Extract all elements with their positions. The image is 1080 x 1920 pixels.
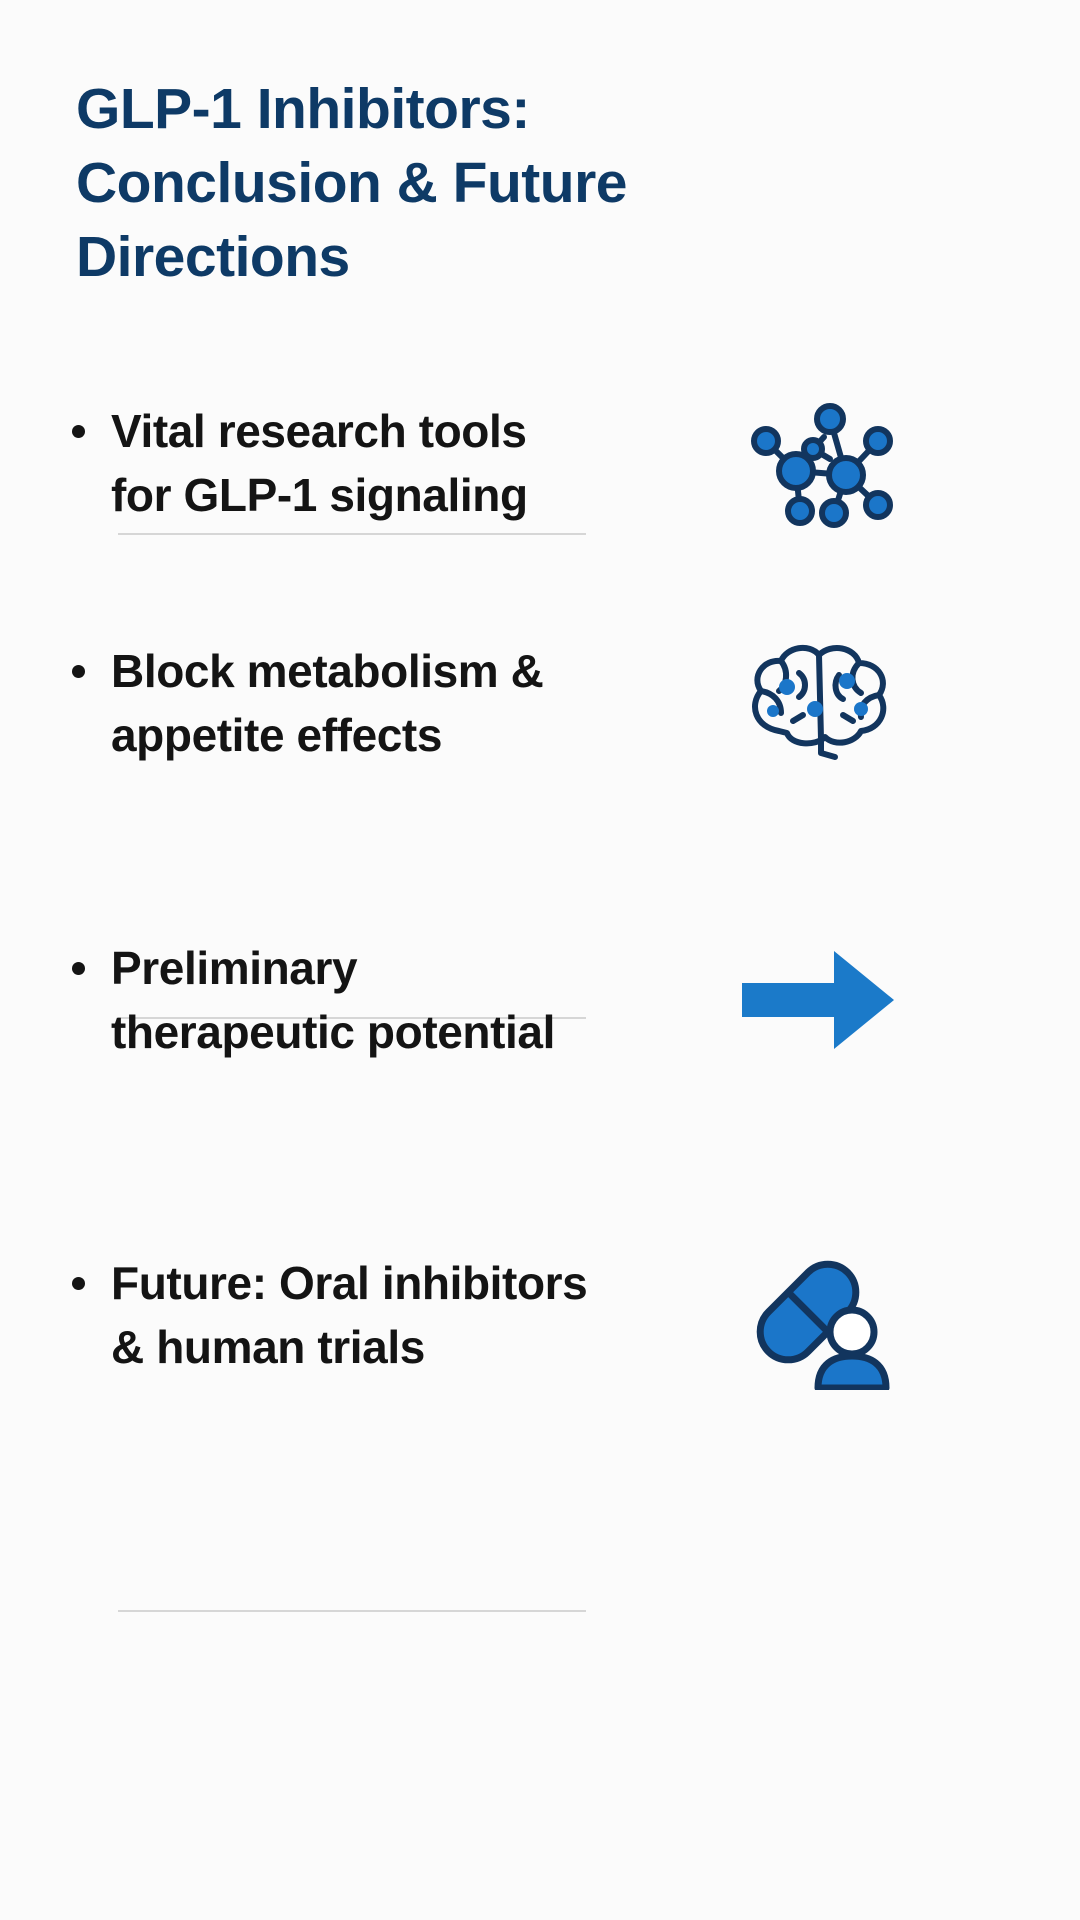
bullet-text-block: Future: Oral inhibitors & human trials [72, 1251, 592, 1379]
page-title: GLP-1 Inhibitors: Conclusion & Future Di… [76, 77, 627, 289]
list-item[interactable]: Preliminary therapeutic potential [0, 835, 1080, 1612]
bullet-dot-icon [72, 1277, 85, 1290]
row-divider [118, 1017, 586, 1019]
arrow-right-icon [742, 951, 894, 1049]
brain-icon [752, 644, 887, 760]
pill-person-icon [756, 1260, 890, 1390]
bullet-label: Future: Oral inhibitors & human trials [111, 1257, 588, 1373]
bullet-text-block: Vital research tools for GLP-1 signaling [72, 399, 592, 527]
bullet-text-block: Block metabolism & appetite effects [72, 639, 592, 767]
list-item[interactable]: Vital research tools for GLP-1 signaling [0, 355, 1080, 570]
bullet-icon-slot [592, 628, 1044, 778]
bullet-list: Vital research tools for GLP-1 signaling [0, 355, 1080, 1612]
bullet-dot-icon [72, 424, 85, 438]
bullet-icon-slot [592, 388, 1044, 538]
bullet-dot-icon [72, 962, 85, 975]
molecule-network-icon [751, 402, 893, 528]
list-item[interactable]: Future: Oral inhibitors & human trials [0, 1165, 1080, 1465]
bullet-icon-slot [592, 1240, 1044, 1390]
list-item[interactable]: Block metabolism & appetite effects [0, 570, 1080, 1019]
bullet-label: Preliminary therapeutic potential [111, 942, 555, 1058]
row-divider [118, 533, 586, 535]
row-divider [118, 1610, 586, 1612]
bullet-dot-icon [72, 664, 85, 678]
bullet-text-block: Preliminary therapeutic potential [72, 936, 592, 1064]
bullet-icon-slot [592, 925, 1044, 1075]
bullet-label: Vital research tools for GLP-1 signaling [111, 404, 528, 521]
bullet-label: Block metabolism & appetite effects [111, 644, 544, 761]
